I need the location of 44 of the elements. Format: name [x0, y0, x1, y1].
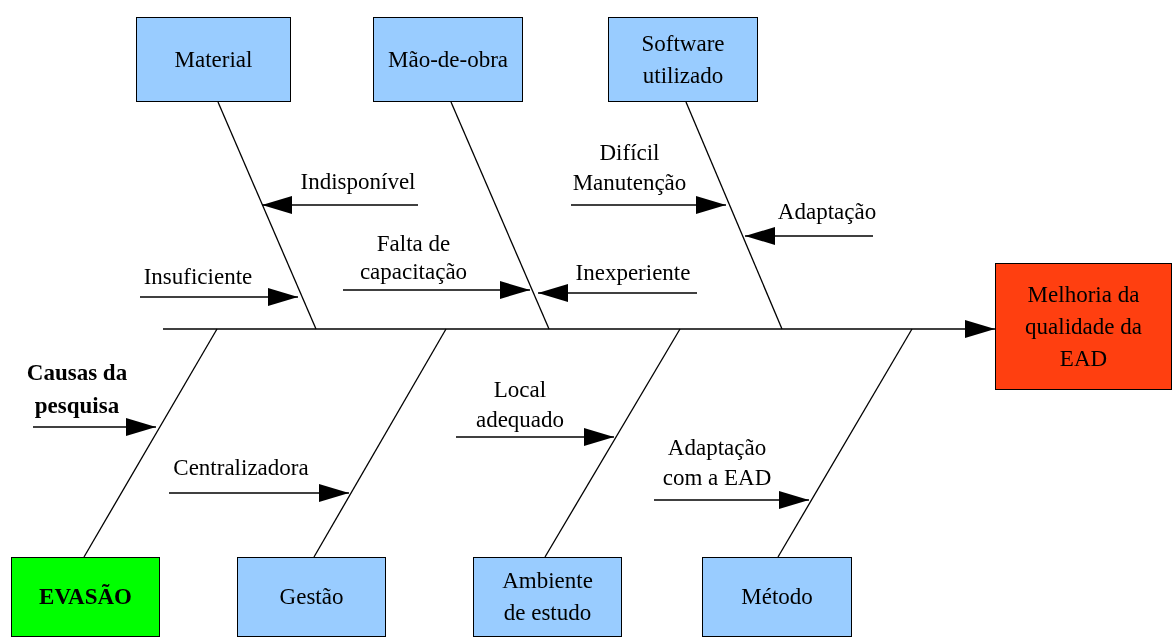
category-box — [237, 557, 386, 637]
bone-line — [450, 101, 550, 330]
category-box — [608, 17, 758, 102]
arrow — [653, 491, 810, 509]
problem-box — [11, 557, 160, 637]
arrow — [162, 320, 996, 338]
cause-label: Insuficiente — [143, 263, 253, 291]
cause-label: Centralizadora — [173, 458, 309, 478]
cause-label: Difícil Manutenção — [571, 139, 688, 197]
cause-label: Falta de capacitação — [358, 230, 469, 286]
cause-label: Adaptação com a EAD — [661, 434, 773, 492]
category-box — [702, 557, 852, 637]
category-box — [136, 17, 291, 102]
arrow — [139, 288, 299, 306]
arrow — [455, 428, 615, 446]
bone-line — [685, 101, 783, 330]
box-label: EVASÃO — [39, 583, 132, 611]
arrow — [537, 284, 698, 302]
effect-box — [995, 263, 1172, 390]
cause-label: Indisponível — [300, 168, 416, 196]
box-label: Gestão — [279, 583, 344, 611]
cause-label: Local adequado — [474, 376, 566, 434]
bone-line — [777, 328, 913, 558]
arrow — [32, 418, 157, 436]
box-label: Melhoria da qualidade da EAD — [1024, 280, 1143, 373]
box-label: Mão-de-obra — [387, 45, 509, 74]
box-label: Material — [174, 45, 253, 74]
bone-line — [217, 101, 317, 330]
bone-line — [313, 328, 447, 558]
cause-label: Inexperiente — [575, 259, 691, 287]
box-label: Método — [741, 583, 813, 611]
box-label: Software utilizado — [640, 29, 726, 90]
box-label: Ambiente de estudo — [501, 567, 594, 627]
bone-line — [83, 328, 218, 558]
arrow — [342, 281, 531, 299]
category-box — [373, 17, 523, 102]
arrow — [168, 484, 350, 502]
arrow — [261, 196, 419, 214]
arrow — [570, 196, 727, 214]
arrow — [744, 227, 874, 245]
bone-line — [544, 328, 681, 558]
cause-label: Causas da pesquisa — [25, 359, 129, 420]
category-box — [473, 557, 622, 637]
cause-label: Adaptação — [777, 198, 877, 226]
